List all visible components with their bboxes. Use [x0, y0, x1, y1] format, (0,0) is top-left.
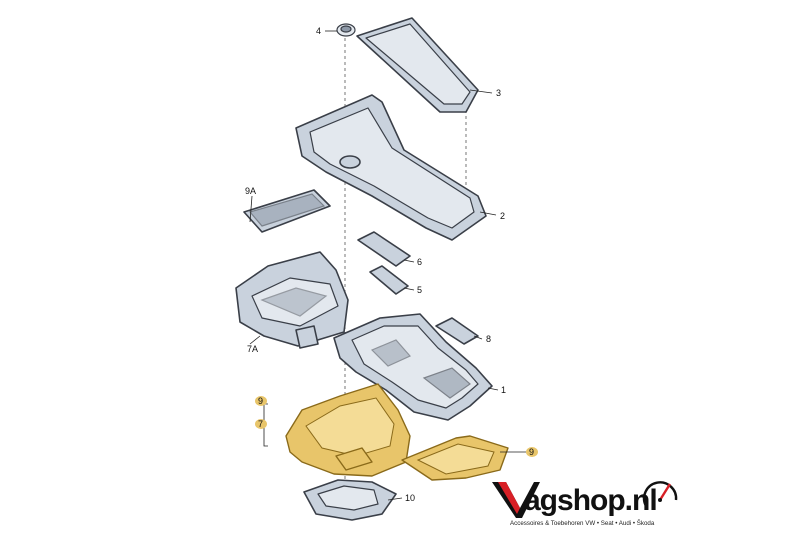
part-10-lower-tray: [303, 479, 397, 521]
part-9a-mat: [243, 189, 331, 233]
callout-9-right: 9: [529, 447, 534, 457]
part-4-cap: [336, 23, 356, 37]
callout-5: 5: [417, 285, 422, 295]
part-5-insert: [369, 265, 409, 295]
callout-10: 10: [405, 493, 415, 503]
callout-9-right-highlight: [526, 447, 538, 457]
part-7-lower-trim: [285, 383, 411, 477]
part-7a-storage-tray: [235, 251, 349, 349]
callout-1: 1: [501, 385, 506, 395]
callout-9-top: 9: [258, 396, 263, 406]
callout-8: 8: [486, 334, 491, 344]
callout-3: 3: [496, 88, 501, 98]
callout-7a: 7A: [247, 344, 258, 354]
callout-7: 7: [258, 419, 263, 429]
part-1-console-body: [333, 313, 493, 421]
callout-7-highlight: [255, 419, 267, 429]
speedometer-icon: [642, 481, 678, 507]
logo-brand-text: agshop.nl: [524, 484, 657, 517]
part-6-insert: [357, 231, 411, 267]
callout-4: 4: [316, 26, 321, 36]
callouts: 4 3 2 9A 6 5 8 7A 1 9 7 9 10: [245, 26, 538, 503]
logo-v-accent: [498, 482, 520, 514]
callout-9-top-highlight: [255, 396, 267, 406]
part-8-insert: [435, 317, 479, 345]
callout-9a: 9A: [245, 186, 256, 196]
part-9-side-panel: [401, 435, 509, 481]
callout-2: 2: [500, 211, 505, 221]
callout-6: 6: [417, 257, 422, 267]
part-3-trim-frame: [356, 17, 479, 113]
vagshop-logo: agshop.nl Accessoires & Toebehoren VW • …: [492, 481, 678, 527]
part-2-cover-panel: [295, 94, 487, 241]
logo-tagline: Accessoires & Toebehoren VW • Seat • Aud…: [510, 520, 655, 527]
